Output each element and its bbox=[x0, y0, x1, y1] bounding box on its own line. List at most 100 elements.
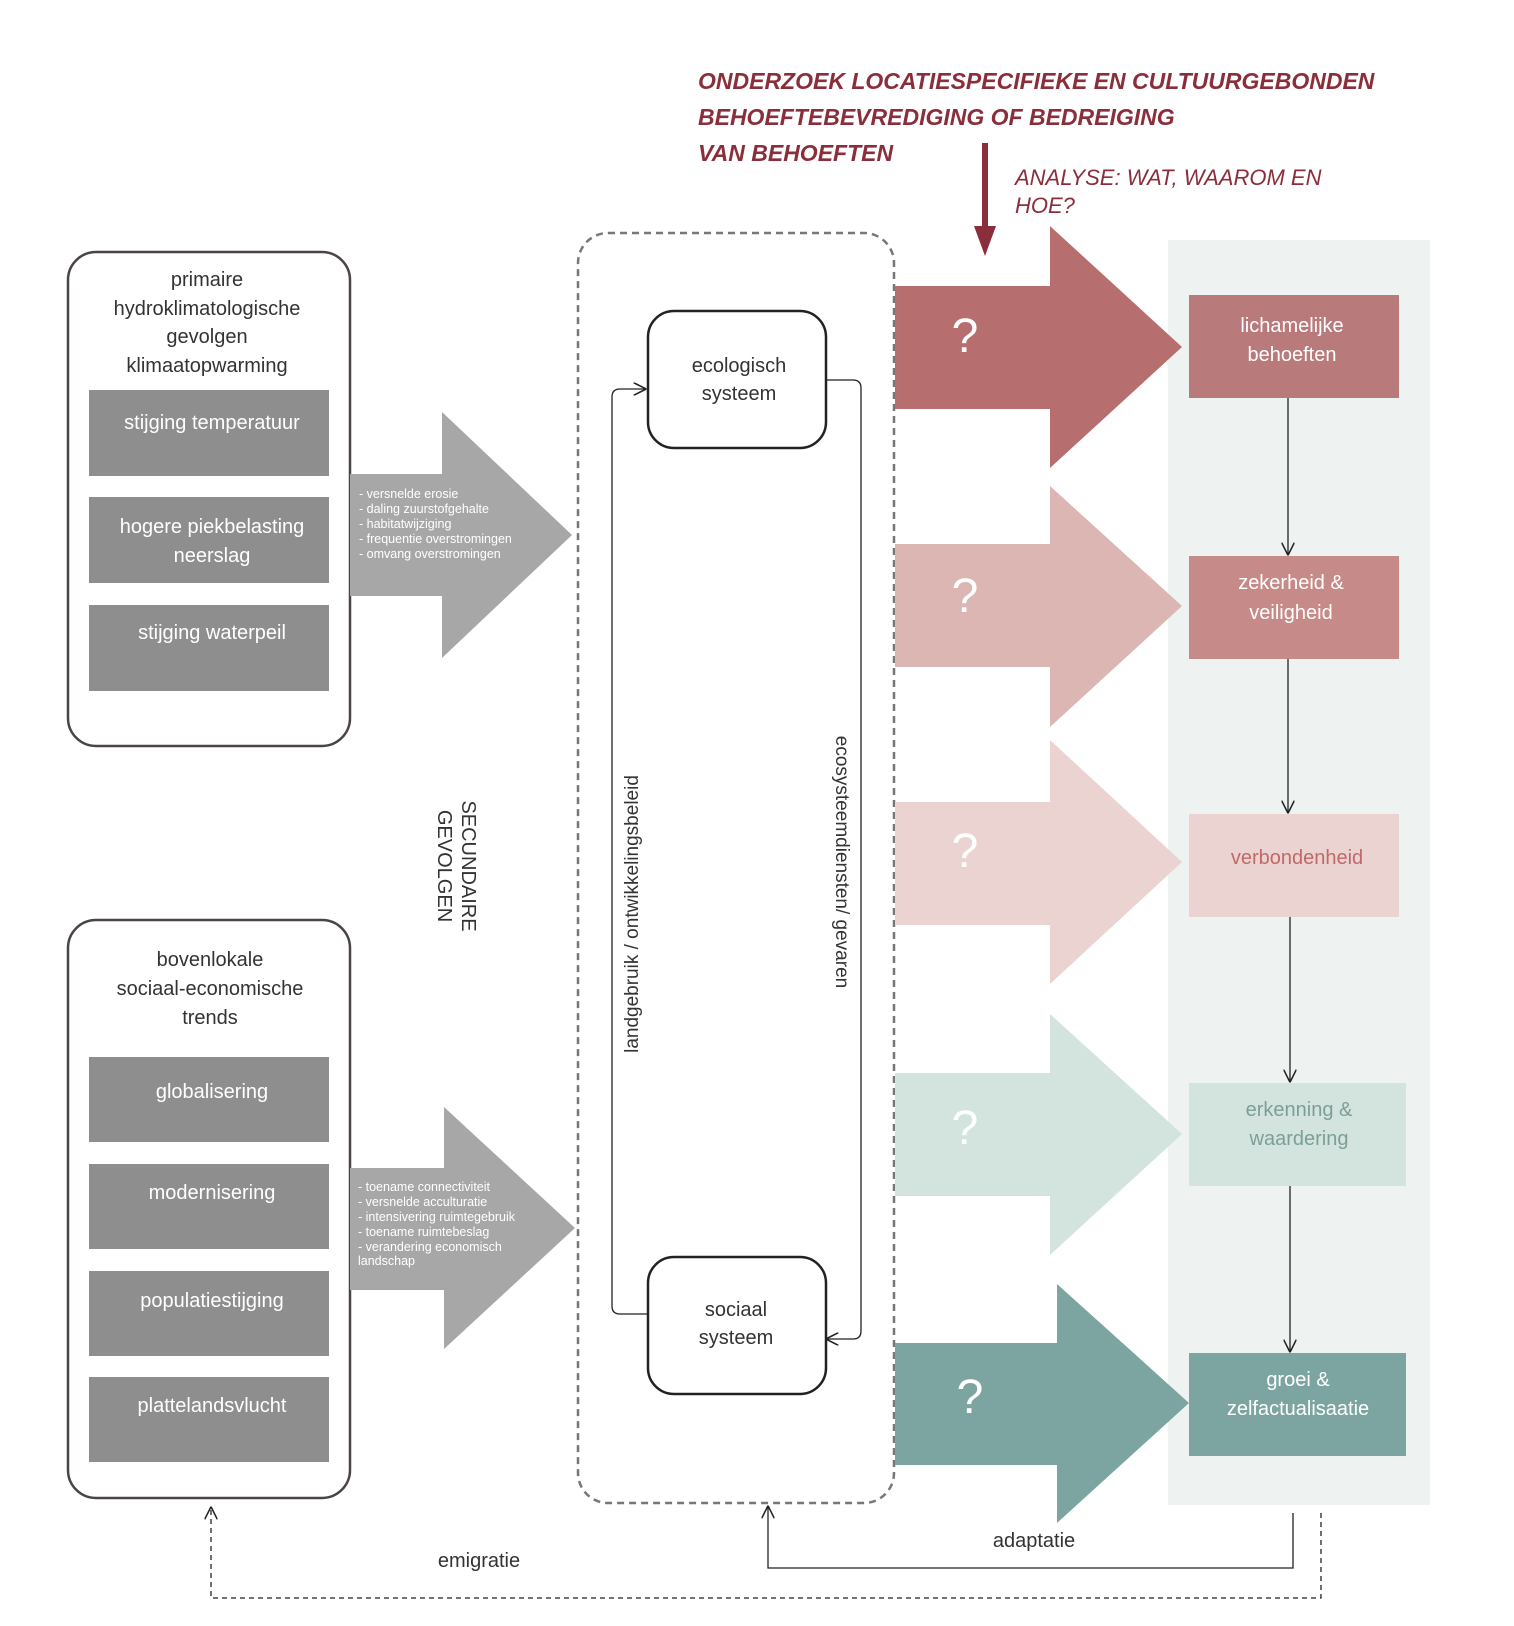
primary-effects-heading: primaire hydroklimatologische gevolgen k… bbox=[114, 269, 301, 377]
need-arrow: ? bbox=[895, 226, 1182, 468]
primary-effects-items: stijging temperatuur hogere piekbelastin… bbox=[89, 390, 329, 691]
trends-arrow-bullets: - toename connectiviteit - versnelde acc… bbox=[358, 1180, 516, 1268]
primary-bullet: - versnelde erosie bbox=[359, 487, 458, 501]
trend-item-box bbox=[89, 1057, 329, 1142]
trend-item-label: plattelandsvlucht bbox=[138, 1395, 287, 1417]
primary-bullet: - habitatwijziging bbox=[359, 517, 451, 531]
need-box: zekerheid & veiligheid bbox=[1189, 556, 1399, 659]
ecological-system-box bbox=[646, 309, 828, 450]
header-title-line-1: ONDERZOEK LOCATIESPECIFIEKE EN CULTUURGE… bbox=[698, 68, 1375, 94]
trends-heading-line: sociaal-economische bbox=[117, 978, 304, 1000]
primary-item-label: stijging waterpeil bbox=[138, 622, 286, 644]
emigration-flow-line bbox=[211, 1508, 1322, 1599]
need-connectors bbox=[1288, 398, 1290, 1351]
primary-item-label: hogere piekbelasting bbox=[120, 516, 305, 538]
trends-bullet: - toename ruimtebeslag bbox=[358, 1225, 489, 1239]
trends-heading-line: trends bbox=[182, 1007, 238, 1029]
primary-heading-line: klimaatopwarming bbox=[126, 355, 287, 377]
need-arrow-shape bbox=[895, 226, 1182, 468]
need-label: waardering bbox=[1249, 1128, 1349, 1150]
emigration-label: emigratie bbox=[438, 1550, 520, 1572]
primary-bullet: - frequentie overstromingen bbox=[359, 532, 512, 546]
need-box: erkenning & waardering bbox=[1189, 1083, 1406, 1186]
ecological-system-label: ecologisch systeem bbox=[692, 355, 787, 405]
need-box: lichamelijke behoeften bbox=[1189, 295, 1399, 398]
ecosystem-services-flow-line bbox=[825, 379, 862, 1339]
primary-arrow-bullets: - versnelde erosie - daling zuurstofgeha… bbox=[359, 487, 512, 561]
trends-bullet: - versnelde acculturatie bbox=[358, 1195, 487, 1209]
trends-heading: bovenlokale sociaal-economische trends bbox=[117, 949, 304, 1029]
need-box-rect bbox=[1189, 1083, 1406, 1186]
trends-arrow bbox=[350, 1107, 575, 1349]
primary-heading-line: hydroklimatologische bbox=[114, 298, 301, 320]
primary-item-label: neerslag bbox=[174, 545, 251, 567]
secondary-label-line-1: SECUNDAIRE bbox=[457, 800, 479, 931]
social-system-label: sociaal systeem bbox=[699, 1299, 773, 1349]
need-arrow-shape bbox=[895, 486, 1182, 727]
need-box-rect bbox=[1189, 814, 1399, 917]
trends-bullet: - verandering economisch bbox=[358, 1240, 502, 1254]
need-label: zelfactualisaatie bbox=[1227, 1398, 1369, 1420]
ecological-system-line: ecologisch bbox=[692, 355, 787, 377]
need-arrow: ? bbox=[895, 486, 1182, 727]
land-use-flow-label: landgebruik / ontwikkelingsbeleid bbox=[622, 775, 643, 1053]
social-system-box bbox=[646, 1255, 828, 1396]
adaptation-flow-line bbox=[768, 1507, 1294, 1569]
trend-item-box bbox=[89, 1271, 329, 1356]
land-use-flow-line bbox=[611, 389, 648, 1315]
need-arrow: ? bbox=[895, 1284, 1189, 1523]
need-arrow: ? bbox=[895, 1014, 1182, 1255]
need-box: groei & zelfactualisaatie bbox=[1189, 1353, 1406, 1456]
trend-item-label: globalisering bbox=[156, 1081, 268, 1103]
trends-bullet: - intensivering ruimtegebruik bbox=[358, 1210, 516, 1224]
trends-bullet: - toename connectiviteit bbox=[358, 1180, 491, 1194]
primary-bullet: - omvang overstromingen bbox=[359, 547, 501, 561]
trends-bullet: landschap bbox=[358, 1254, 415, 1268]
primary-bullet: - daling zuurstofgehalte bbox=[359, 502, 489, 516]
need-label: groei & bbox=[1266, 1369, 1330, 1391]
primary-heading-line: gevolgen bbox=[166, 326, 247, 348]
secondary-label-line-2: GEVOLGEN bbox=[433, 810, 455, 922]
need-label: lichamelijke bbox=[1240, 315, 1343, 337]
social-system-line: sociaal bbox=[705, 1299, 767, 1321]
primary-item-label: stijging temperatuur bbox=[124, 412, 300, 434]
header-title: ONDERZOEK LOCATIESPECIFIEKE EN CULTUURGE… bbox=[698, 68, 1375, 166]
analysis-label-line-1: ANALYSE: WAT, WAAROM EN bbox=[1013, 165, 1322, 190]
social-system-line: systeem bbox=[699, 1327, 773, 1349]
primary-item-box bbox=[89, 605, 329, 691]
trends-heading-line: bovenlokale bbox=[157, 949, 264, 971]
trend-item-box bbox=[89, 1377, 329, 1462]
analysis-label-line-2: HOE? bbox=[1015, 193, 1076, 218]
analysis-label: ANALYSE: WAT, WAAROM EN HOE? bbox=[1013, 165, 1322, 218]
need-arrow: ? bbox=[895, 740, 1182, 984]
trend-item-box bbox=[89, 1164, 329, 1249]
need-box: verbondenheid bbox=[1189, 814, 1399, 917]
adaptation-label: adaptatie bbox=[993, 1530, 1075, 1552]
trend-item-label: populatiestijging bbox=[140, 1290, 283, 1312]
need-arrow-shape bbox=[895, 1284, 1189, 1523]
primary-item-box bbox=[89, 497, 329, 583]
need-arrow-shape bbox=[895, 1014, 1182, 1255]
header-title-line-3: VAN BEHOEFTEN bbox=[698, 140, 893, 166]
trends-items: globalisering modernisering populatiesti… bbox=[89, 1057, 329, 1462]
ecological-system-line: systeem bbox=[702, 383, 776, 405]
need-label: behoeften bbox=[1248, 344, 1337, 366]
need-question-mark: ? bbox=[952, 1102, 979, 1155]
header-title-line-2: BEHOEFTEBEVREDIGING OF BEDREIGING bbox=[698, 104, 1175, 130]
need-label: erkenning & bbox=[1246, 1099, 1353, 1121]
need-box-rect bbox=[1189, 1353, 1406, 1456]
need-question-mark: ? bbox=[952, 310, 979, 363]
trend-item-label: modernisering bbox=[149, 1182, 276, 1204]
primary-effects-arrow bbox=[350, 412, 572, 658]
research-down-arrow bbox=[974, 143, 996, 256]
need-label: verbondenheid bbox=[1231, 847, 1363, 869]
secondary-effects-label: SECUNDAIRE GEVOLGEN bbox=[433, 800, 479, 931]
need-label: veiligheid bbox=[1249, 602, 1332, 624]
ecosystem-services-flow-label: ecosysteemdiensten/ gevaren bbox=[831, 736, 852, 988]
need-box-rect bbox=[1189, 556, 1399, 659]
primary-heading-line: primaire bbox=[171, 269, 243, 291]
need-label: zekerheid & bbox=[1238, 572, 1344, 594]
need-box-rect bbox=[1189, 295, 1399, 398]
need-question-mark: ? bbox=[952, 825, 979, 878]
